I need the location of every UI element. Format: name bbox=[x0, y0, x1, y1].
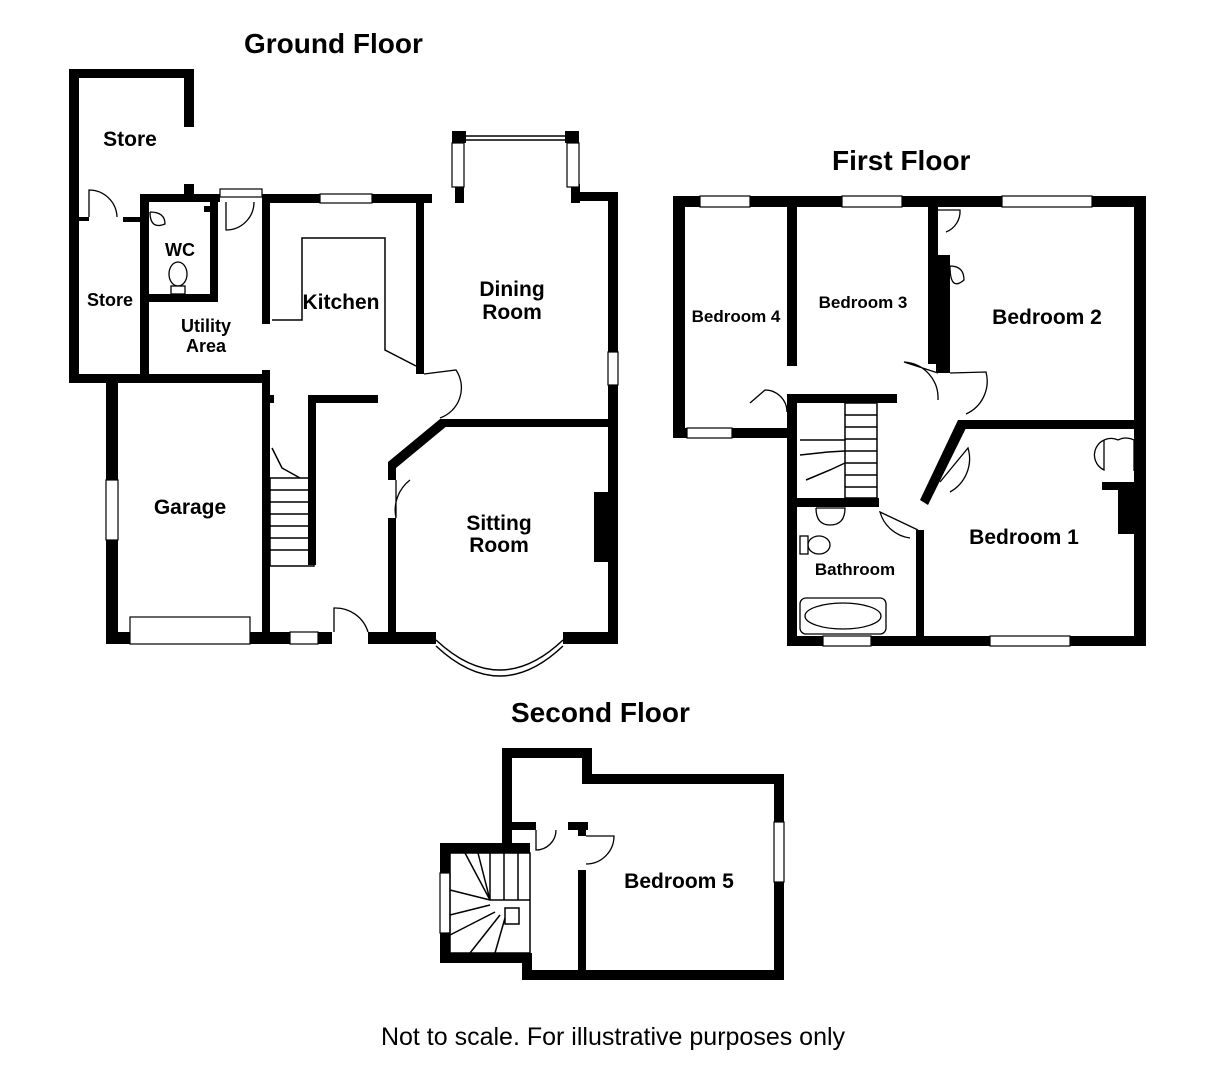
room-label-bathroom: Bathroom bbox=[815, 560, 895, 579]
second-floor-stairs bbox=[449, 852, 531, 954]
room-label-store-bottom: Store bbox=[87, 290, 133, 310]
room-label-wc: WC bbox=[165, 240, 195, 260]
ground-stairs bbox=[269, 447, 315, 567]
room-label-sitting-2: Room bbox=[469, 534, 529, 557]
room-label-dining-2: Room bbox=[482, 301, 542, 324]
room-label-dining-1: Dining bbox=[479, 278, 544, 301]
first-floor-stairs bbox=[799, 402, 878, 499]
ground-floor-title: Ground Floor bbox=[244, 28, 423, 59]
room-label-kitchen: Kitchen bbox=[302, 291, 379, 314]
room-label-utility-1: Utility bbox=[181, 316, 231, 336]
room-label-bedroom2: Bedroom 2 bbox=[992, 306, 1102, 329]
room-label-bedroom5: Bedroom 5 bbox=[624, 870, 734, 893]
second-floor-title: Second Floor bbox=[511, 697, 690, 728]
room-label-store-top: Store bbox=[103, 128, 157, 151]
room-label-garage: Garage bbox=[154, 496, 226, 519]
room-label-sitting-1: Sitting bbox=[466, 512, 531, 535]
room-label-utility-2: Area bbox=[186, 336, 227, 356]
first-floor-title: First Floor bbox=[832, 145, 971, 176]
room-label-bedroom3: Bedroom 3 bbox=[819, 293, 908, 312]
first-floor-plan: Bedroom 4 Bedroom 3 Bedroom 2 Bedroom 1 … bbox=[673, 195, 1146, 647]
room-label-bedroom1: Bedroom 1 bbox=[969, 526, 1079, 549]
second-floor-plan: Bedroom 5 bbox=[439, 748, 785, 980]
ground-floor-plan: Store Store WC Utility Area Kitchen Dini… bbox=[69, 69, 619, 677]
room-label-bedroom4: Bedroom 4 bbox=[692, 307, 781, 326]
disclaimer-note: Not to scale. For illustrative purposes … bbox=[381, 1023, 846, 1051]
